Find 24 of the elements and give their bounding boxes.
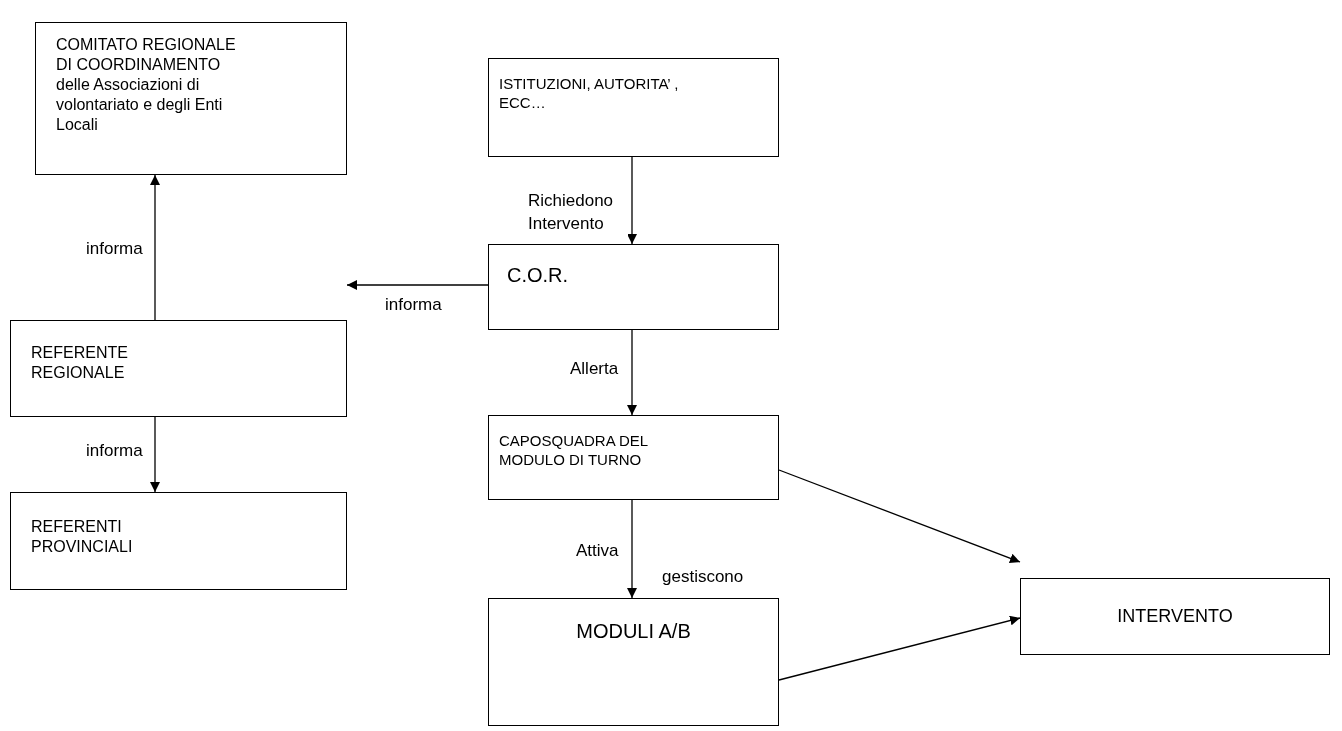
process-box	[488, 415, 779, 500]
process-box	[10, 492, 347, 590]
process-box	[488, 244, 779, 330]
box-text: INTERVENTO	[1117, 605, 1233, 628]
box-text: REFERENTE REGIONALE	[31, 343, 129, 383]
process-box	[1020, 578, 1330, 655]
arrow	[627, 329, 637, 416]
arrow	[627, 156, 637, 245]
box-text: COMITATO REGIONALE DI COORDINAMENTO delle Associazioni di volontariato e degli Enti Locali	[56, 35, 237, 135]
process-box	[488, 58, 779, 157]
box-text: MODULI A/B	[576, 619, 691, 644]
arrow	[346, 280, 489, 290]
process-box	[35, 22, 347, 175]
box-text: CAPOSQUADRA DEL MODULO DI TURNO	[499, 432, 649, 470]
process-box	[488, 598, 779, 726]
arrow	[778, 469, 1021, 564]
arrow	[778, 615, 1021, 681]
arrow	[150, 174, 160, 321]
box-text: ISTITUZIONI, AUTORITA’ , ECC…	[499, 75, 680, 113]
arrow	[627, 499, 637, 599]
box-text: C.O.R.	[507, 263, 569, 288]
arrow	[150, 416, 160, 493]
process-box	[10, 320, 347, 417]
box-text: REFERENTI PROVINCIALI	[31, 517, 134, 557]
